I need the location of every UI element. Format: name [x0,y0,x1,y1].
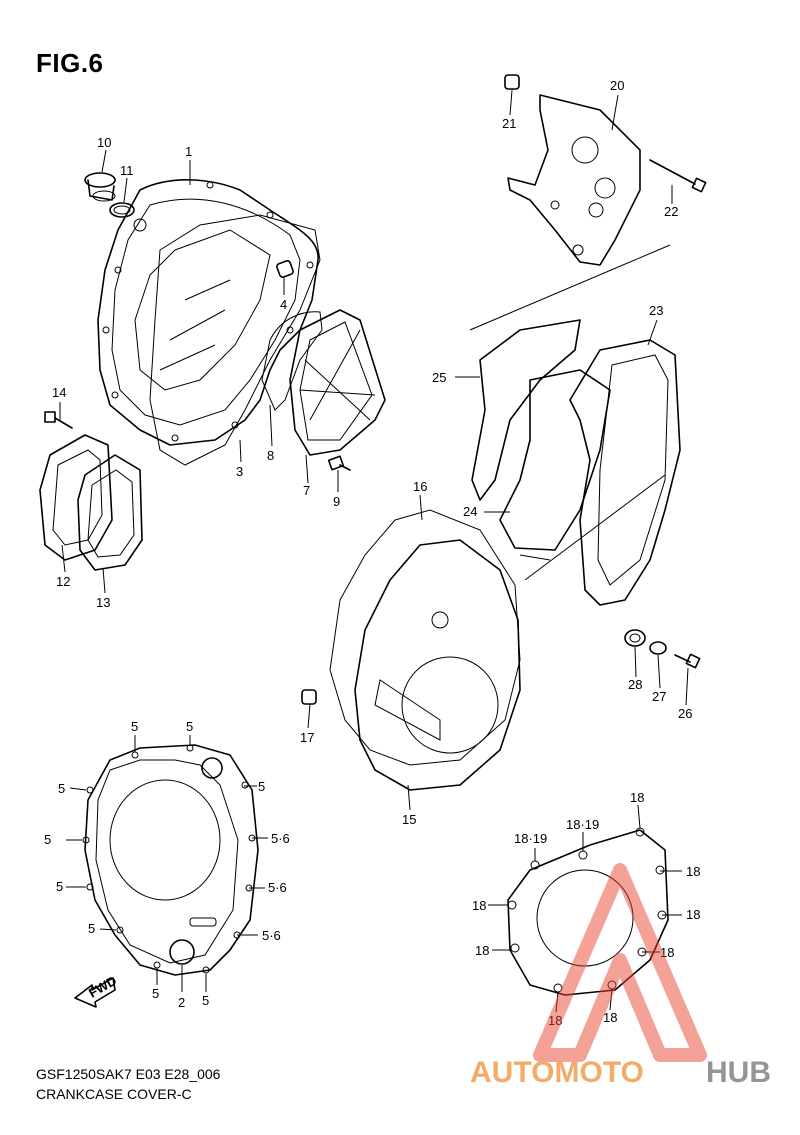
callout-18-19-b: 18·19 [566,817,599,832]
callout-9: 9 [333,494,340,509]
callout-18-a: 18 [630,790,644,805]
callout-5-d: 5 [258,779,265,794]
grommet-28 [624,629,646,647]
callout-5-f: 5 [56,879,63,894]
callout-5-g: 5 [88,921,95,936]
callout-5-e: 5 [44,832,51,847]
model-code: GSF1250SAK7 E03 E28_006 [36,1066,221,1082]
callout-5-a: 5 [131,719,138,734]
callout-11: 11 [120,163,134,178]
callout-10: 10 [97,135,111,150]
fwd-arrow-icon: FWD [74,973,119,1008]
callout-18-h: 18 [603,1010,617,1025]
gasket-16 [329,509,521,766]
callout-5-6-b: 5·6 [268,880,287,895]
callout-18-c: 18 [472,898,486,913]
o-ring-11 [109,202,135,218]
callout-4: 4 [280,297,287,312]
callout-18-e: 18 [475,943,489,958]
bolt-22 [649,159,707,193]
gasket-part [149,214,321,466]
callout-7: 7 [303,483,310,498]
bolt-26 [674,653,701,669]
cover-23 [569,339,681,606]
inspection-cover-7 [289,309,386,456]
callout-18-d: 18 [686,907,700,922]
callout-5-6-c: 5·6 [262,928,281,943]
figure-title: FIG.6 [36,48,104,78]
bolt-14 [44,411,73,429]
callout-20: 20 [610,78,624,93]
callout-28: 28 [628,677,642,692]
callout-23: 23 [649,303,663,318]
collar-21 [504,74,520,90]
callout-17: 17 [300,730,314,745]
callout-24: 24 [463,504,477,519]
leader-lines [59,89,689,1013]
callout-15: 15 [402,812,416,827]
oil-filler-plug-10 [84,172,116,202]
cover-12 [39,434,113,561]
callout-18-19-a: 18·19 [514,831,547,846]
callout-5-i: 5 [202,993,209,1008]
callout-18-g: 18 [548,1013,562,1028]
bracket-20 [507,94,641,266]
bolt-9 [327,455,351,471]
callout-26: 26 [678,706,692,721]
watermark-text-hub: HUB [706,1056,771,1089]
callout-5-6-a: 5·6 [271,831,290,846]
callout-16: 16 [413,479,427,494]
callout-5-c: 5 [58,781,65,796]
callout-5-h: 5 [152,986,159,1001]
cover-24 [499,369,611,551]
callout-25: 25 [432,370,446,385]
callout-21: 21 [502,116,516,131]
generator-cover-face [507,827,669,996]
dowel-pin-17 [301,689,317,705]
washer-27 [649,641,667,655]
automotohub-watermark: AUTOMOTO HUB [470,863,771,1089]
callout-22: 22 [664,204,678,219]
callout-5-b: 5 [186,719,193,734]
dowel-pin-4 [276,260,294,278]
cover-25 [471,319,581,501]
figure-caption: CRANKCASE COVER-C [36,1086,192,1102]
callout-8: 8 [267,448,274,463]
callout-3: 3 [236,464,243,479]
callout-2: 2 [178,995,185,1010]
generator-cover-15 [354,539,521,791]
clutch-cover-part [97,179,319,446]
callout-18-b: 18 [686,864,700,879]
callout-18-f: 18 [660,945,674,960]
callout-13: 13 [96,595,110,610]
watermark-triangle-icon [533,863,707,1062]
cover-gasket-8 [261,311,323,411]
fwd-label: FWD [86,973,119,1001]
clutch-cover-face [82,744,259,976]
gasket-13 [77,454,143,571]
callout-27: 27 [652,689,666,704]
watermark-text-automoto: AUTOMOTO [470,1056,644,1089]
callout-labels: 1 2 3 4 5 5 5 5 5 5 5 5 5 5·6 5·6 5·6 7 … [44,78,700,1028]
callout-14: 14 [52,385,66,400]
callout-1: 1 [185,144,192,159]
callout-12: 12 [56,574,70,589]
